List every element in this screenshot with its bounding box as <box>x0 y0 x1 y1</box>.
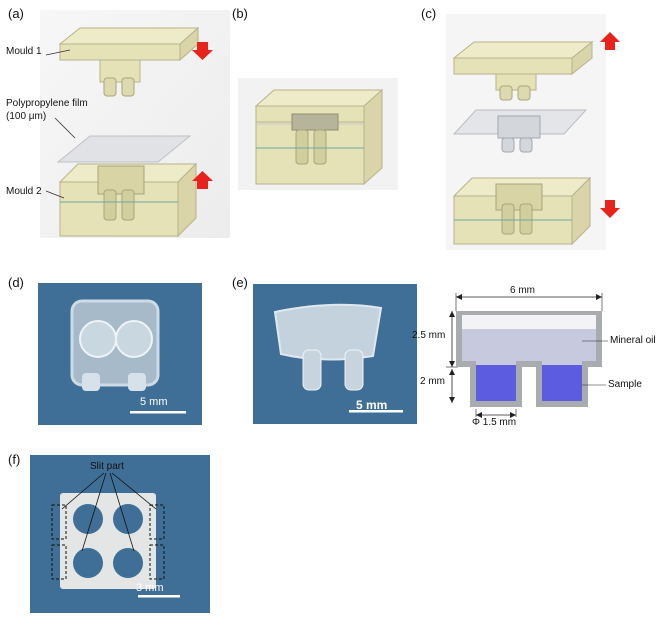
arrow-up-icon <box>600 32 620 50</box>
well-schematic <box>446 293 608 418</box>
sample-shape <box>476 365 516 401</box>
panel-label-c: (c) <box>421 6 437 21</box>
mould-2-label: Mould 2 <box>6 186 42 197</box>
width-label: 6 mm <box>510 285 535 296</box>
panel-e-scale-label: 5 mm <box>356 398 388 412</box>
film-shape <box>56 135 192 163</box>
height-top-label: 2.5 mm <box>412 330 446 341</box>
slit-part-label: Slit part <box>90 461 124 472</box>
panel-c-illustration <box>446 14 620 250</box>
mineral-oil-label: Mineral oil <box>610 335 656 346</box>
mould-1-label: Mould 1 <box>6 46 42 57</box>
panel-label-e: (e) <box>232 275 248 290</box>
mould-2-shape <box>58 162 198 238</box>
panel-f-photo <box>30 455 210 613</box>
panel-label-d: (d) <box>8 275 24 290</box>
arrow-up-icon <box>192 171 213 189</box>
sample-shape <box>542 365 582 401</box>
film-label-line2: (100 μm) <box>6 111 47 122</box>
panel-label-a: (a) <box>8 6 24 21</box>
arrow-down-icon <box>600 200 620 218</box>
diameter-label: Φ 1.5 mm <box>472 417 517 428</box>
panel-d-scale-label: 5 mm <box>140 396 168 408</box>
film-label-line1: Polypropylene film <box>6 98 88 109</box>
panel-f-scale-label: 3 mm <box>136 582 164 594</box>
panel-d-photo <box>38 283 202 425</box>
mineral-oil-shape <box>462 329 596 361</box>
mould-1-shape <box>58 26 200 97</box>
panel-b-illustration <box>238 78 398 190</box>
panel-a-illustration <box>40 10 230 238</box>
panel-label-b: (b) <box>232 6 248 21</box>
well-wall-shape <box>456 311 602 407</box>
panel-e-photo <box>253 284 417 424</box>
sample-label: Sample <box>608 379 642 390</box>
height-bottom-label: 2 mm <box>420 376 445 387</box>
panel-label-f: (f) <box>8 452 21 467</box>
arrow-down-icon <box>192 42 213 60</box>
